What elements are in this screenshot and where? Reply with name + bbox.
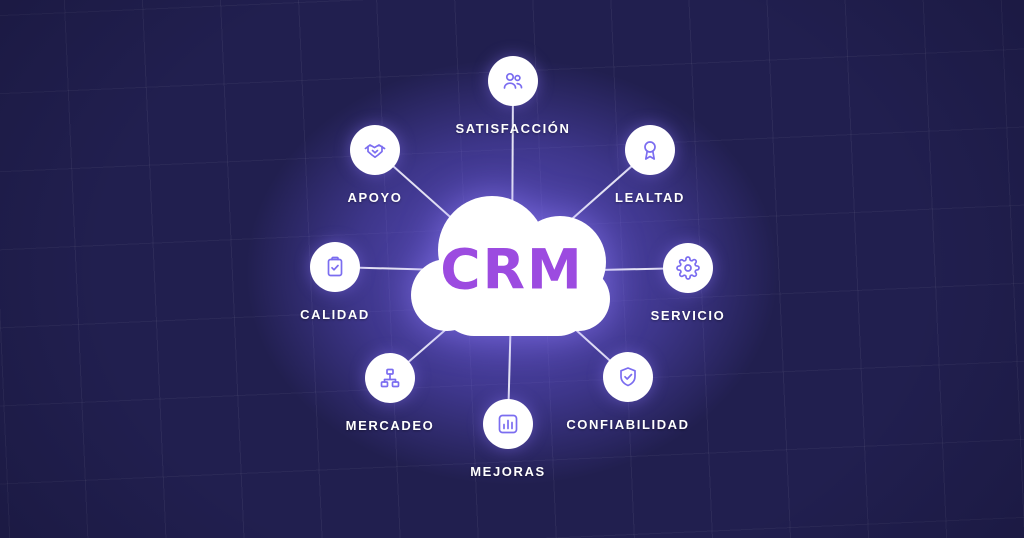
users-icon	[488, 56, 538, 106]
node-satisfaccion: SATISFACCIÓN	[423, 56, 603, 136]
node-label-calidad: CALIDAD	[300, 307, 370, 322]
medal-icon	[625, 125, 675, 175]
shield-check-icon	[603, 352, 653, 402]
node-confiabilidad: CONFIABILIDAD	[538, 352, 718, 432]
crm-title: CRM	[440, 237, 584, 302]
node-label-apoyo: APOYO	[347, 190, 403, 205]
node-label-servicio: SERVICIO	[650, 308, 726, 323]
node-calidad: CALIDAD	[245, 242, 425, 322]
handshake-icon	[350, 125, 400, 175]
hierarchy-icon	[365, 353, 415, 403]
node-label-confiabilidad: CONFIABILIDAD	[566, 417, 690, 432]
crm-cloud	[411, 196, 610, 336]
node-mercadeo: MERCADEO	[300, 353, 480, 433]
gear-icon	[663, 243, 713, 293]
node-mejoras: MEJORAS	[418, 399, 598, 479]
node-label-lealtad: LEALTAD	[615, 190, 685, 205]
node-label-satisfaccion: SATISFACCIÓN	[455, 121, 571, 136]
clipboard-check-icon	[310, 242, 360, 292]
bar-chart-icon	[483, 399, 533, 449]
node-label-mercadeo: MERCADEO	[345, 418, 435, 433]
node-label-mejoras: MEJORAS	[470, 464, 546, 479]
node-lealtad: LEALTAD	[560, 125, 740, 205]
node-apoyo: APOYO	[285, 125, 465, 205]
node-servicio: SERVICIO	[598, 243, 778, 323]
